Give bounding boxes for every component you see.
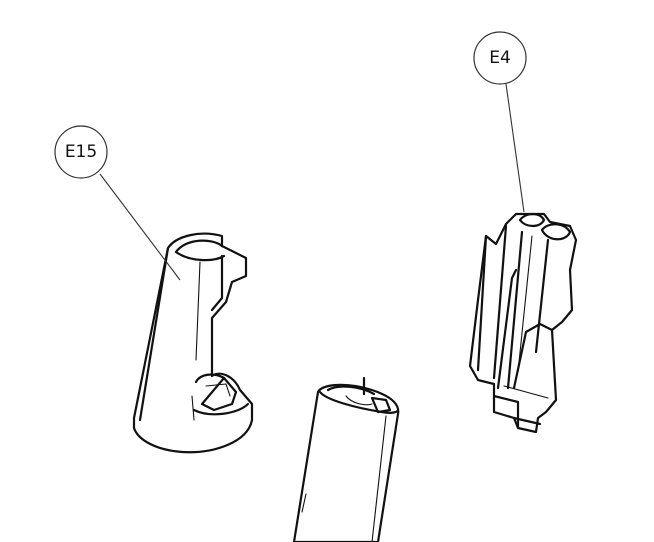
callout-circle-e15	[54, 125, 108, 179]
callout-e15: E15	[54, 125, 181, 281]
part-e15-clip	[132, 232, 254, 454]
part-tube	[292, 376, 400, 542]
part-e4-holder	[468, 212, 578, 434]
callout-label-e4: E4	[489, 48, 511, 68]
callout-label-e15: E15	[65, 142, 97, 162]
callout-circle-e4	[473, 31, 527, 85]
leader-line-e4	[505, 83, 525, 213]
callout-e4: E4	[473, 31, 527, 213]
leader-line-e15	[99, 173, 181, 281]
